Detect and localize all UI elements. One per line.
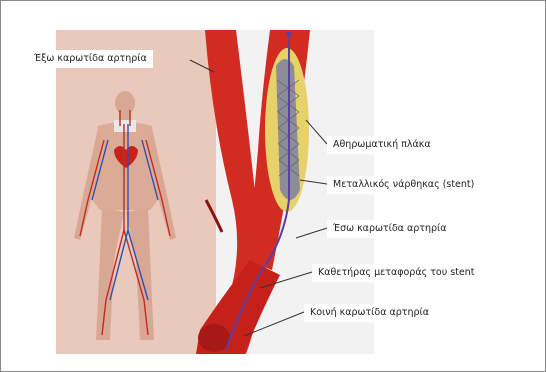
label-common-carotid: Κοινή καρωτίδα αρτηρία [304, 304, 435, 322]
label-stent: Μεταλλικός νάρθηκας (stent) [327, 176, 480, 194]
label-plaque: Αθηρωματική πλάκα [327, 136, 437, 154]
label-catheter: Καθετήρας μεταφοράς του stent [312, 264, 481, 282]
human-body-figure [74, 91, 176, 340]
label-external-carotid: Έξω καρωτίδα αρτηρία [28, 50, 153, 68]
label-internal-carotid: Έσω καρωτίδα αρτηρία [327, 220, 453, 238]
